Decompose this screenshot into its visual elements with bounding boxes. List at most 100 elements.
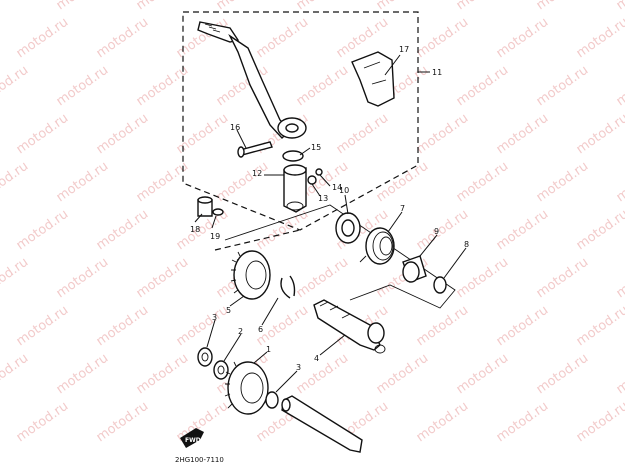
watermark-text: motod.ru — [94, 111, 151, 157]
callout-19: 19 — [210, 232, 220, 241]
watermark-text: motod.ru — [294, 0, 351, 13]
callout-17: 17 — [399, 45, 409, 54]
callout-18: 18 — [190, 225, 200, 234]
watermark-text: motod.ru — [214, 159, 271, 205]
watermark-text: motod.ru — [294, 351, 351, 397]
watermark-text: motod.ru — [0, 159, 31, 205]
watermark-text: motod.ru — [534, 255, 591, 301]
diagram-code: 2HG100-7110 — [175, 456, 224, 464]
watermark-text: motod.ru — [134, 255, 191, 301]
kick-shaft — [313, 299, 386, 354]
pedal-cover — [351, 51, 395, 107]
shaft-guide-box — [224, 204, 456, 309]
watermark-text: motod.ru — [174, 303, 231, 349]
watermark-text: motod.ru — [534, 63, 591, 109]
callout-7: 7 — [400, 204, 405, 213]
callout-11: 11 — [432, 68, 442, 77]
kick-boss — [283, 164, 307, 213]
watermark-text: motod.ru — [14, 15, 71, 61]
oil-seal — [335, 212, 361, 244]
clip — [280, 275, 296, 299]
watermark-text: motod.ru — [414, 207, 471, 253]
callout-1: 1 — [266, 345, 271, 354]
fwd-label: FWD — [185, 437, 201, 444]
watermark-text: motod.ru — [14, 111, 71, 157]
watermark-text: motod.ru — [454, 63, 511, 109]
watermark-text: motod.ru — [614, 159, 625, 205]
stopper-bolt — [197, 196, 213, 217]
callout-8: 8 — [464, 240, 469, 249]
watermark-text: motod.ru — [454, 0, 511, 13]
watermark-text: motod.ru — [494, 15, 551, 61]
torsion-spring — [359, 227, 395, 265]
watermark-text: motod.ru — [0, 351, 31, 397]
watermark-text: motod.ru — [534, 0, 591, 13]
kick-pedal — [197, 21, 307, 140]
watermark-text: motod.ru — [0, 0, 31, 13]
callout-16: 16 — [230, 123, 240, 132]
watermark-text: motod.ru — [374, 0, 431, 13]
watermark-text: motod.ru — [134, 159, 191, 205]
leader-lines — [194, 54, 467, 393]
watermark-text: motod.ru — [54, 159, 111, 205]
watermark-text: motod.ru — [534, 351, 591, 397]
watermark-text: motod.ru — [14, 207, 71, 253]
watermark-text: motod.ru — [494, 207, 551, 253]
kick-gear — [224, 361, 269, 415]
watermark-text: motod.ru — [54, 0, 111, 13]
watermark-text: motod.ru — [614, 351, 625, 397]
callout-2: 2 — [238, 327, 243, 336]
watermark-text: motod.ru — [454, 159, 511, 205]
watermark-text: motod.ru — [494, 399, 551, 445]
callout-13: 13 — [318, 194, 328, 203]
watermark-text: motod.ru — [294, 63, 351, 109]
callout-10: 10 — [339, 186, 349, 195]
watermark-text: motod.ru — [134, 351, 191, 397]
watermark-text: motod.ru — [94, 303, 151, 349]
callout-labels: 17 11 16 15 12 14 13 18 19 10 7 9 8 5 6 … — [190, 45, 469, 372]
watermark-text: motod.ru — [94, 15, 151, 61]
watermark-text: motod.ru — [134, 0, 191, 13]
circlip — [307, 175, 317, 185]
idler-gear — [230, 250, 271, 300]
watermark-text: motod.ru — [414, 111, 471, 157]
callout-6: 6 — [258, 325, 263, 334]
watermark-text: motod.ru — [494, 111, 551, 157]
watermark-text: motod.ru — [94, 399, 151, 445]
o-ring — [282, 150, 304, 162]
watermark-text: motod.ru — [454, 351, 511, 397]
watermark-text: motod.ru — [94, 207, 151, 253]
watermark-text: motod.ru — [574, 207, 625, 253]
watermark-text: motod.ru — [574, 111, 625, 157]
watermark-text: motod.ru — [334, 111, 391, 157]
watermark-text: motod.ru — [454, 255, 511, 301]
spring-guide — [402, 255, 427, 283]
callout-4: 4 — [314, 354, 319, 363]
bolt — [237, 141, 273, 158]
fwd-arrow-icon: FWD — [180, 428, 204, 448]
watermark-text: motod.ru — [494, 303, 551, 349]
callout-9: 9 — [434, 227, 439, 236]
callout-3b: 3 — [296, 363, 301, 372]
watermark-text: motod.ru — [214, 0, 271, 13]
watermark-text: motod.ru — [614, 255, 625, 301]
watermark-text: motod.ru — [0, 255, 31, 301]
watermark-text: motod.ru — [294, 255, 351, 301]
watermark-text: motod.ru — [614, 63, 625, 109]
callout-15: 15 — [311, 143, 321, 152]
watermark-text: motod.ru — [54, 63, 111, 109]
watermark-text: motod.ru — [174, 111, 231, 157]
watermark-text: motod.ru — [574, 303, 625, 349]
watermark-text: motod.ru — [14, 303, 71, 349]
stopper-washer — [212, 208, 224, 216]
callout-14: 14 — [332, 183, 342, 192]
callout-5: 5 — [226, 306, 231, 315]
watermark-text: motod.ru — [374, 159, 431, 205]
assembly-boundary — [182, 11, 419, 231]
watermark-text: motod.ru — [574, 15, 625, 61]
callout-3a: 3 — [212, 313, 217, 322]
watermark-text: motod.ru — [54, 255, 111, 301]
callout-12: 12 — [252, 169, 262, 178]
washer-3-upper — [197, 347, 213, 367]
